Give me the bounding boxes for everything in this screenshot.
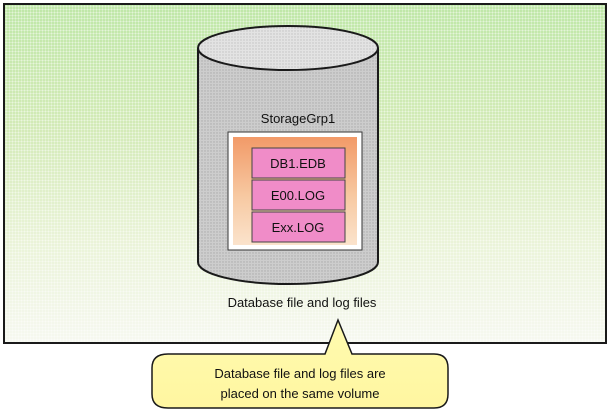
file-label-db1-edb: DB1.EDB <box>270 156 326 171</box>
file-label-exx-log: Exx.LOG <box>272 220 325 235</box>
cylinder-top <box>197 25 379 71</box>
file-box-db1-edb <box>251 147 346 179</box>
callout-line-2: placed on the same volume <box>221 386 380 401</box>
file-label-e00-log: E00.LOG <box>271 188 325 203</box>
file-box-e00-log <box>251 179 346 211</box>
diagram-caption: Database file and log files <box>228 295 377 310</box>
callout-bubble <box>151 317 449 409</box>
file-box-exx-log <box>251 211 346 243</box>
callout-line-1: Database file and log files are <box>214 366 385 381</box>
storage-group-label: StorageGrp1 <box>261 111 335 126</box>
file-list: DB1.EDB E00.LOG Exx.LOG <box>251 147 346 243</box>
callout-shape <box>151 317 449 409</box>
